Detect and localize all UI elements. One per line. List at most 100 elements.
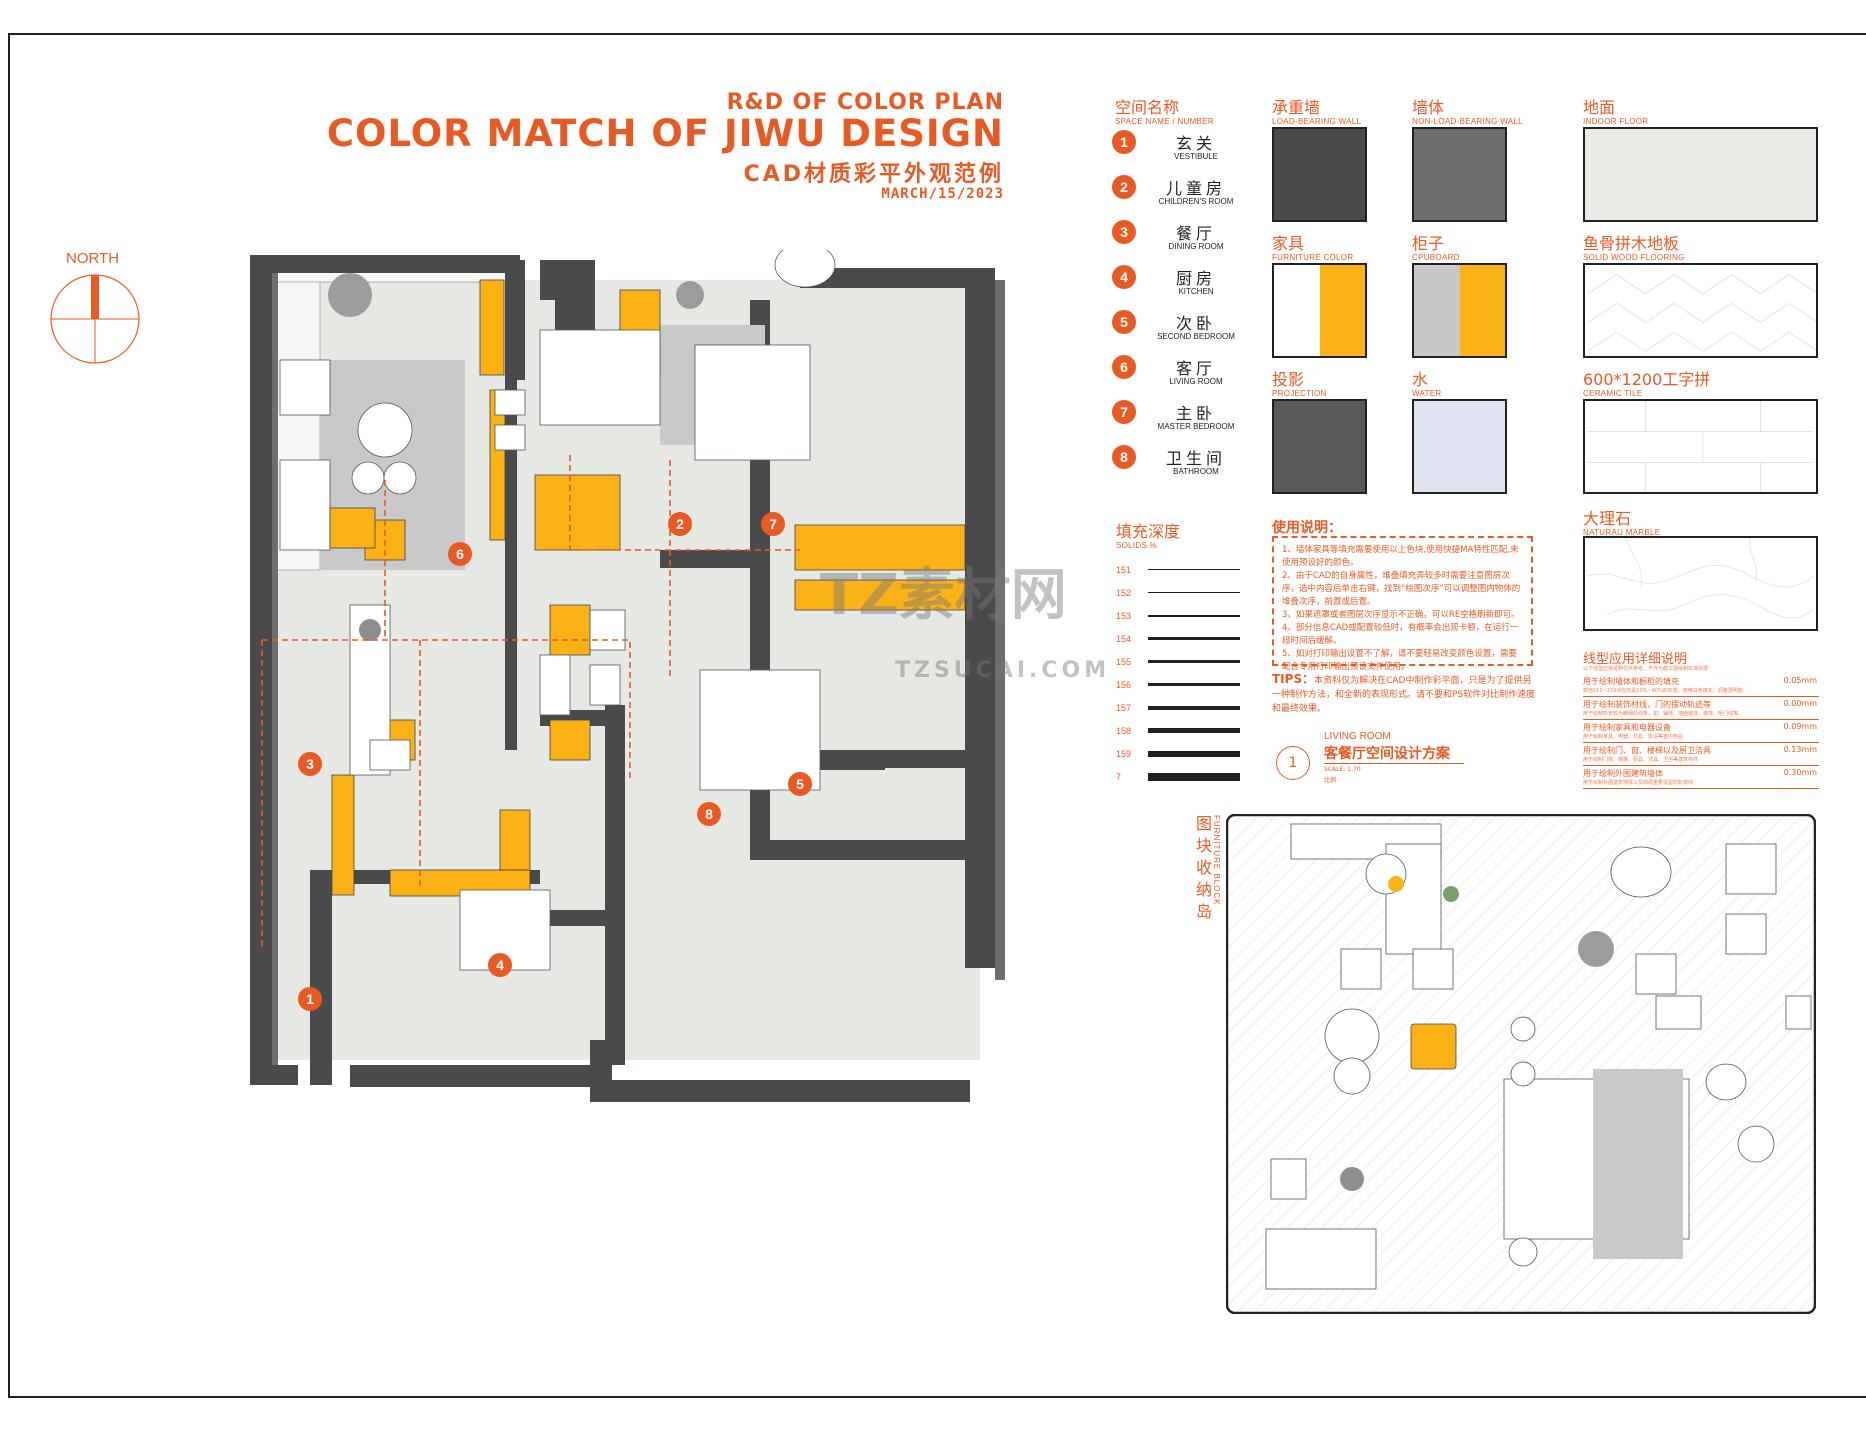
line-val: 0.13mm: [1783, 745, 1817, 754]
frame-bottom-line: [8, 1396, 1866, 1398]
fill-num: 157: [1116, 702, 1132, 713]
legend-room-en: CHILDREN'S ROOM: [1158, 197, 1234, 206]
fill-bar: [1148, 569, 1240, 570]
fill-num: 158: [1116, 725, 1132, 736]
mat-cupboard-en: CPUBOARD: [1412, 253, 1460, 262]
plan-marker-6: 6: [448, 542, 472, 566]
legend-room-cn: 餐厅: [1175, 224, 1216, 243]
fill-row: 153: [1116, 604, 1240, 627]
usage-title: 使用说明：: [1272, 520, 1342, 536]
fill-num: 154: [1116, 633, 1132, 644]
line-val: 0.09mm: [1783, 722, 1817, 731]
furniture-block-en: FURNITURE BLOCK: [1212, 815, 1221, 906]
legend-room-1: 1 玄关 VESTIBULE: [1112, 130, 1218, 161]
mat-load-bearing-en: LOAD-BEARING WALL: [1272, 117, 1362, 126]
frame-left-line: [8, 33, 10, 1398]
mat-water-en: WATER: [1412, 389, 1442, 398]
usage-item-3: 3、如果遮罩或者图层次序显示不正确，可以RE空格刷新即可。: [1282, 610, 1520, 620]
fill-bar: [1148, 591, 1240, 594]
fill-row: 152: [1116, 581, 1240, 604]
mat-furniture-en: FURNITURE COLOR: [1272, 253, 1354, 262]
plan-label-num: 1: [1276, 746, 1310, 780]
line-desc: 用于绘制家具和电器设备: [1583, 723, 1671, 732]
mat-tile-en: CERAMIC TILE: [1583, 389, 1643, 398]
usage-item-1: 1、墙体家具等填充需要使用以上色块,使用快捷MA特性匹配,未使用预设好的颜色。: [1282, 545, 1519, 568]
watermark-sub: TZSUCAI.COM: [895, 658, 1111, 683]
plan-marker-8: 8: [697, 802, 721, 826]
fill-bar: [1148, 705, 1240, 710]
usage-item-5: 5、如对打印输出设置不了解，请不要轻易改变颜色设置，需要配合专用打印输出预设文件…: [1282, 649, 1517, 672]
line-sub: 用于绘制家具、电器、灯具、陈设等室内物品: [1583, 734, 1684, 740]
fill-row: 151: [1116, 558, 1240, 581]
line-desc: 用于绘制门、窗、楼梯以及厨卫洁具: [1583, 746, 1711, 755]
legend-room-en: DINING ROOM: [1168, 242, 1224, 251]
legend-room-7: 7 主卧 MASTER BEDROOM: [1112, 400, 1234, 431]
line-val: 0.30mm: [1783, 768, 1817, 777]
plant-dining: [359, 619, 381, 641]
usage-box: 1、墙体家具等填充需要使用以上色块,使用快捷MA特性匹配,未使用预设好的颜色。 …: [1272, 536, 1533, 672]
line-val: 0.05mm: [1783, 676, 1817, 685]
mat-marble-en: NATURAU MARBLE: [1583, 528, 1661, 537]
north-label: NORTH: [66, 250, 120, 267]
swatch-floor: [1583, 127, 1818, 222]
swatch-water: [1412, 399, 1507, 494]
line-sub: 用于绘制外围建筑墙体以及四周重要造型的轮廓线: [1583, 780, 1694, 786]
legend-room-num: 3: [1112, 220, 1136, 244]
mat-tile-cn: 600*1200工字拼: [1583, 370, 1711, 389]
legend-room-6: 6 客厅 LIVING ROOM: [1112, 355, 1223, 386]
legend-room-num: 8: [1112, 445, 1136, 469]
plan-marker-7: 7: [761, 512, 785, 536]
fill-num: 155: [1116, 656, 1132, 667]
legend-room-cn: 卫生间: [1165, 449, 1226, 468]
mat-wall-en: NON-LOAD-BEARING WALL: [1412, 117, 1523, 126]
usage-item-2: 2、由于CAD的自身属性，堆叠填充弄较多时需要注意图层次序，选中内容后单击右键，…: [1282, 571, 1521, 607]
swatch-cupboard: [1412, 263, 1507, 358]
white-furniture: [279, 250, 836, 971]
fill-depth-header-cn: 填充深度: [1116, 522, 1181, 541]
line-usage-row-2: 用于绘制装饰材线，门的摆动轨迹等 用于绘制所有较为精细的线条，如：铺地、墙面装饰…: [1583, 699, 1819, 720]
legend-room-en: MASTER BEDROOM: [1157, 422, 1235, 431]
legend-room-cn: 儿童房: [1165, 179, 1226, 198]
legend-room-3: 3 餐厅 DINING ROOM: [1112, 220, 1224, 251]
circulation-paths: [261, 455, 800, 950]
legend-room-cn: 厨房: [1175, 269, 1216, 288]
mat-load-bearing-cn: 承重墙: [1272, 98, 1321, 117]
mat-projection-en: PROJECTION: [1272, 389, 1327, 398]
swatch-furniture: [1272, 263, 1367, 358]
legend-room-2: 2 儿童房 CHILDREN'S ROOM: [1112, 175, 1233, 206]
fill-bar: [1148, 682, 1240, 687]
line-usage-row-1: 用于绘制墙体和橱柜的填充 数值151~159对应的是10%~90%的灰度，使用白…: [1583, 676, 1819, 697]
plan-label-scale: SCALE: 1:70: [1324, 766, 1361, 773]
swatch-load-bearing: [1272, 127, 1367, 222]
legend-header-en: SPACE NAME / NUMBER: [1115, 117, 1214, 126]
fill-bar: [1148, 750, 1240, 757]
line-usage-row-5: 用于绘制外围建筑墙体 用于绘制外围建筑墙体以及四周重要造型的轮廓线 0.30mm: [1583, 768, 1819, 789]
line-sub: 数值151~159对应的是10%~90%的灰度，使用白色填充，调整透明度。: [1583, 688, 1748, 694]
fill-num: 153: [1116, 610, 1132, 621]
legend-room-8: 8 卫生间 BATHROOM: [1112, 445, 1222, 476]
fill-row: 154: [1116, 627, 1240, 650]
legend-room-cn: 玄关: [1175, 134, 1216, 153]
legend-room-en: BATHROOM: [1173, 467, 1219, 476]
fill-row: 156: [1116, 673, 1240, 696]
tips-block: TIPS：本资料仅为解决在CAD中制作彩平面，只是为了提供另一种制作方法，和全新…: [1272, 672, 1537, 716]
title-line3: CAD材质彩平外观范例: [743, 162, 1004, 187]
fill-bar: [1148, 660, 1240, 663]
mat-floor-en: INDOOR FLOOR: [1583, 117, 1649, 126]
mat-projection-cn: 投影: [1272, 370, 1305, 389]
fill-row: 157: [1116, 696, 1240, 719]
fill-num: 7: [1116, 771, 1122, 782]
legend-room-en: LIVING ROOM: [1169, 377, 1223, 386]
title-date: MARCH/15/2023: [881, 186, 1004, 202]
legend-room-en: SECOND BEDROOM: [1157, 332, 1235, 341]
plant-living: [328, 273, 372, 317]
plant-bedroom: [676, 281, 704, 309]
watermark-main: TZ素材网: [820, 563, 1067, 628]
legend-room-cn: 主卧: [1175, 404, 1216, 423]
plan-marker-5: 5: [788, 772, 812, 796]
mat-wood-cn: 鱼骨拼木地板: [1583, 234, 1680, 253]
line-usage-row-3: 用于绘制家具和电器设备 用于绘制家具、电器、灯具、陈设等室内物品 0.09mm: [1583, 722, 1819, 743]
fill-num: 159: [1116, 748, 1132, 759]
swatch-marble: [1583, 536, 1818, 631]
mat-wood-en: SOLID WOOD FLOORING: [1583, 253, 1685, 262]
